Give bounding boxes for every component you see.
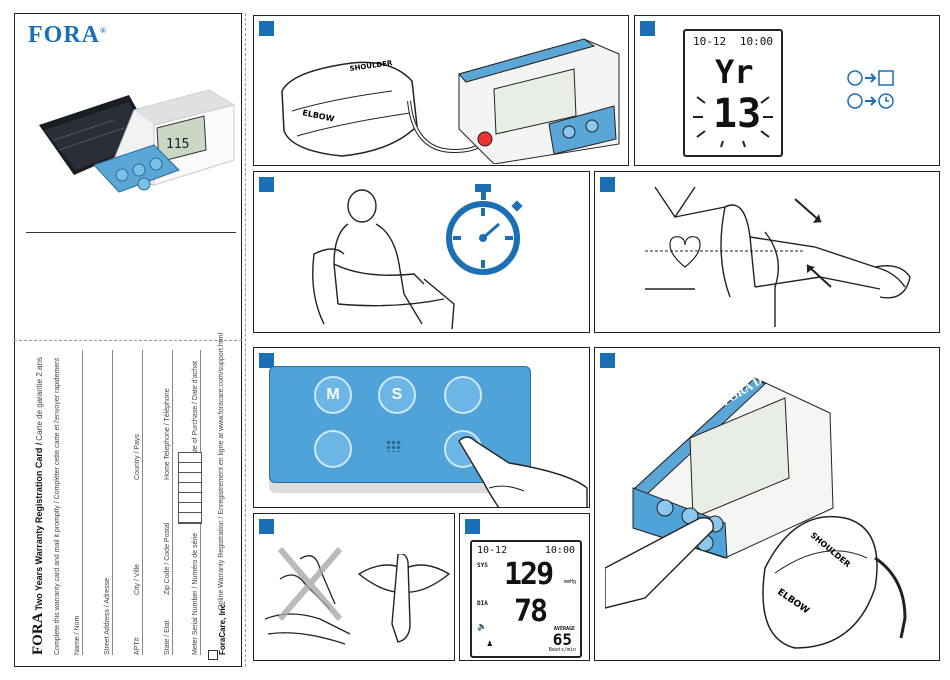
field-state: State / Etat bbox=[164, 620, 171, 655]
svg-text:115: 115 bbox=[166, 137, 189, 152]
no-movement-illustration bbox=[264, 547, 351, 645]
pulse-value: 65 bbox=[552, 630, 572, 649]
field-phone: Home Telephone / Téléphone bbox=[164, 388, 171, 480]
consent-checkbox[interactable] bbox=[208, 650, 218, 660]
fora-logo: FORA® bbox=[28, 22, 107, 49]
date-lcd-screen: 10-12 10:00 Yr 13 bbox=[683, 29, 783, 157]
brand-mark: ® bbox=[100, 26, 107, 35]
lcd-date: 10-12 bbox=[693, 35, 727, 48]
arm-position-illustration bbox=[645, 186, 911, 327]
serial-boxes[interactable] bbox=[178, 452, 202, 524]
step-8-panel: 10-12 10:00 SYS 129 mmHg DIA 78 🔈 ♟ AVER… bbox=[459, 513, 590, 661]
step-1-badge bbox=[259, 21, 274, 36]
step-5-panel: M S bbox=[253, 347, 590, 508]
dia-label: DIA bbox=[477, 600, 488, 607]
step-7-badge bbox=[259, 519, 274, 534]
left-divider bbox=[26, 232, 236, 233]
step-4-badge bbox=[600, 177, 615, 192]
card-title-block: FORA Two Years Warranty Registration Car… bbox=[30, 357, 47, 655]
field-line bbox=[112, 350, 113, 655]
field-street: Street Address / Adresse bbox=[104, 577, 111, 655]
cuff-illustration: ELBOW SHOULDER bbox=[281, 59, 418, 157]
field-line bbox=[82, 350, 83, 655]
step-3-panel bbox=[253, 171, 590, 333]
product-photo: 115 bbox=[39, 89, 235, 193]
fold-line bbox=[245, 13, 246, 667]
device-press-illustration: FORA D40 SHOULDER ELBOW bbox=[605, 366, 907, 649]
field-date: Date of Purchase / Date d'achat bbox=[192, 360, 199, 460]
step-4-panel bbox=[594, 171, 940, 333]
speaker-icon: 🔈 bbox=[477, 622, 487, 631]
monitor-device: FORA D40 bbox=[458, 34, 620, 164]
set-legend bbox=[847, 70, 894, 109]
m-button[interactable]: M bbox=[314, 376, 352, 414]
lcd-year-value: 13 bbox=[713, 91, 762, 137]
blink-rays bbox=[693, 96, 773, 148]
field-apt: APT# bbox=[134, 637, 141, 655]
user-button[interactable] bbox=[314, 430, 352, 468]
result-time: 10:00 bbox=[544, 545, 575, 556]
step-2-badge bbox=[640, 21, 655, 36]
square-icon bbox=[878, 70, 894, 86]
step-6-panel: FORA D40 SHOULDER ELBOW bbox=[594, 347, 940, 661]
clock-icon bbox=[878, 93, 894, 109]
card-brand: FORA bbox=[30, 612, 46, 656]
step-1-panel: ELBOW SHOULDER FORA D40 bbox=[253, 15, 629, 166]
lcd-time: 10:00 bbox=[739, 35, 773, 48]
field-name: Name / Nom bbox=[74, 615, 81, 655]
pulse-unit: Beats/min bbox=[548, 647, 576, 653]
field-line bbox=[142, 350, 143, 655]
result-date: 10-12 bbox=[477, 545, 508, 556]
no-talking-illustration bbox=[357, 554, 451, 643]
speaker-grille-icon bbox=[386, 440, 402, 452]
sys-value: 129 bbox=[504, 557, 554, 592]
card-title: Two Years Warranty Registration Card / bbox=[34, 442, 44, 611]
unit-label: mmHg bbox=[563, 579, 576, 585]
step-2-panel: 10-12 10:00 Yr 13 bbox=[634, 15, 940, 166]
circle-icon bbox=[847, 70, 863, 86]
step-6-badge bbox=[600, 353, 615, 368]
step-7-panel bbox=[253, 513, 455, 661]
clock-button[interactable] bbox=[444, 376, 482, 414]
warranty-card: FORA Two Years Warranty Registration Car… bbox=[14, 333, 242, 667]
finger-pressing-illustration bbox=[458, 436, 588, 507]
field-zip: Zip Code / Code Postal bbox=[164, 522, 171, 595]
step-3-badge bbox=[259, 177, 274, 192]
dia-value: 78 bbox=[514, 594, 548, 629]
step-5-badge bbox=[259, 353, 274, 368]
field-city: City / Ville bbox=[134, 564, 141, 595]
field-line bbox=[172, 350, 173, 655]
stopwatch-icon bbox=[446, 184, 523, 275]
average-label: AVERAGE bbox=[553, 626, 575, 632]
seated-person-illustration bbox=[312, 189, 455, 330]
field-country: Country / Pays bbox=[134, 434, 141, 480]
brand-name: FORA bbox=[28, 22, 100, 48]
lcd-year-label: Yr bbox=[715, 53, 754, 91]
card-online: Online Warranty Registration / Enregistr… bbox=[218, 332, 225, 610]
cut-line bbox=[14, 340, 242, 341]
sys-label: SYS bbox=[477, 562, 488, 569]
circle-icon bbox=[847, 93, 863, 109]
s-button[interactable]: S bbox=[378, 376, 416, 414]
user-icon: ♟ bbox=[487, 639, 493, 649]
step-8-badge bbox=[465, 519, 480, 534]
result-lcd-screen: 10-12 10:00 SYS 129 mmHg DIA 78 🔈 ♟ AVER… bbox=[470, 540, 582, 658]
field-serial: Meter Serial Number / Numéro de série bbox=[192, 532, 199, 655]
card-instruction: Complete this warranty card and mail it … bbox=[54, 357, 61, 655]
card-subtitle: Carte de garantie 2 ans bbox=[35, 357, 44, 441]
